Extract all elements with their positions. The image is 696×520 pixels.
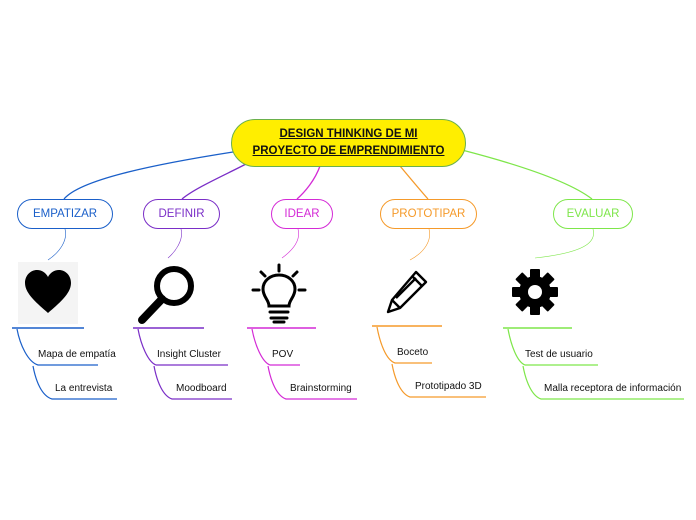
link-empatizar-icon [47, 228, 66, 261]
link-root-empatizar [63, 151, 234, 200]
link-evaluar-child-1 [507, 328, 598, 366]
heart-icon [18, 262, 78, 324]
leaf-empatizar-2[interactable]: La entrevista [55, 383, 113, 394]
link-definir-icon [167, 228, 182, 259]
leaf-evaluar-1[interactable]: Test de usuario [525, 349, 593, 360]
branch-empatizar-label: EMPATIZAR [32, 208, 98, 220]
leaf-definir-1[interactable]: Insight Cluster [157, 349, 221, 360]
link-root-idear [296, 165, 321, 200]
link-prototipar-child-2 [391, 363, 486, 398]
link-prototipar-child-1 [376, 326, 432, 364]
link-empatizar-child-2 [32, 365, 117, 400]
leaf-evaluar-2[interactable]: Malla receptora de información [544, 383, 682, 394]
link-idear-child-2 [267, 365, 357, 400]
leaf-idear-2[interactable]: Brainstorming [290, 383, 352, 394]
root-title-line-2: PROYECTO DE EMPRENDIMIENTO [252, 145, 445, 157]
branch-prototipar[interactable]: PROTOTIPAR [380, 199, 477, 229]
root-title-line-1: DESIGN THINKING DE MI [279, 128, 418, 140]
branch-empatizar[interactable]: EMPATIZAR [17, 199, 113, 229]
branch-evaluar-label: EVALUAR [566, 208, 620, 220]
branch-prototipar-label: PROTOTIPAR [391, 208, 466, 220]
link-root-evaluar [461, 149, 593, 200]
branch-idear-label: IDEAR [284, 208, 320, 220]
link-definir-child-1 [137, 328, 228, 366]
branch-idear[interactable]: IDEAR [271, 199, 333, 229]
link-idear-child-1 [251, 328, 300, 366]
leaf-definir-2[interactable]: Moodboard [176, 383, 227, 394]
link-root-definir [181, 162, 249, 200]
branch-definir-label: DEFINIR [158, 208, 205, 220]
root-topic[interactable]: DESIGN THINKING DE MI PROYECTO DE EMPREN… [231, 119, 466, 167]
leaf-prototipar-2[interactable]: Prototipado 3D [415, 381, 482, 392]
link-idear-icon [281, 228, 299, 259]
link-root-prototipar [399, 165, 429, 200]
branch-evaluar[interactable]: EVALUAR [553, 199, 633, 229]
leaf-idear-1[interactable]: POV [272, 349, 294, 360]
link-prototipar-icon [409, 228, 430, 261]
lightbulb-icon [251, 263, 307, 324]
leaf-empatizar-1[interactable]: Mapa de empatía [38, 349, 116, 360]
branch-definir[interactable]: DEFINIR [143, 199, 220, 229]
link-evaluar-child-2 [522, 365, 684, 400]
gear-icon [512, 269, 558, 315]
pencil-icon [386, 270, 428, 314]
link-evaluar-icon [534, 228, 594, 259]
leaf-prototipar-1[interactable]: Boceto [397, 347, 429, 358]
link-definir-child-2 [153, 365, 232, 400]
link-empatizar-child-1 [16, 328, 98, 366]
magnifier-icon [138, 266, 194, 324]
